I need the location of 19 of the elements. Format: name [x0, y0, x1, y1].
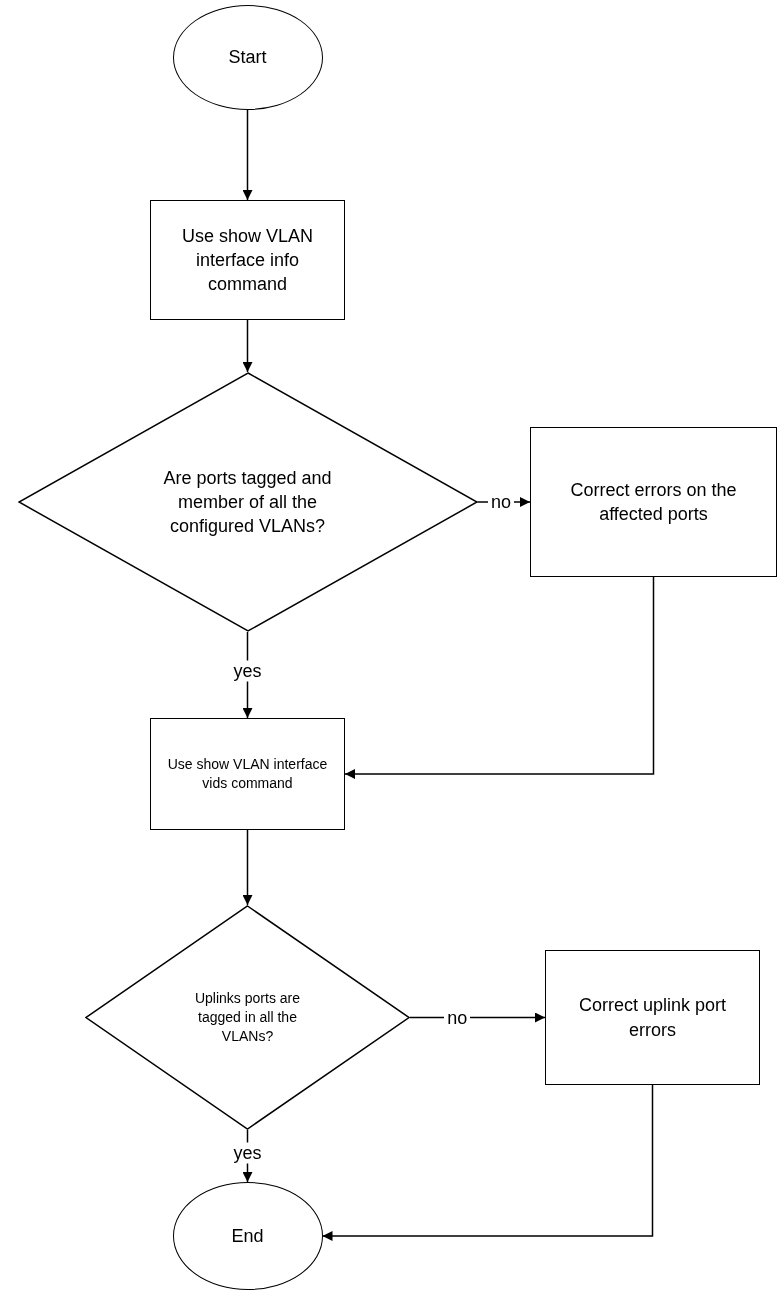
process-box: [530, 427, 777, 577]
node-text: Use show VLAN interface vids command: [166, 755, 329, 793]
arrow: [344, 576, 655, 779]
arrow: [242, 109, 253, 201]
decision-diamond: [85, 905, 410, 1130]
node-text: Are ports tagged and member of all the configured VLANs?: [162, 466, 333, 539]
node-text: End: [231, 1224, 264, 1248]
arrow: [242, 829, 253, 906]
process-box: [150, 200, 345, 320]
node-text: Uplinks ports are tagged in all the VLANs?: [193, 989, 301, 1046]
process-box: [545, 950, 760, 1085]
node-text: Correct uplink port errors: [577, 994, 728, 1042]
node-text: Start: [228, 46, 267, 70]
arrow: [321, 1084, 654, 1241]
process-box: [150, 718, 345, 830]
node-text: Correct errors on the affected ports: [569, 478, 738, 526]
node-text: Use show VLAN interface info command: [180, 224, 315, 297]
decision-diamond: [17, 372, 478, 632]
arrow: [242, 319, 253, 373]
